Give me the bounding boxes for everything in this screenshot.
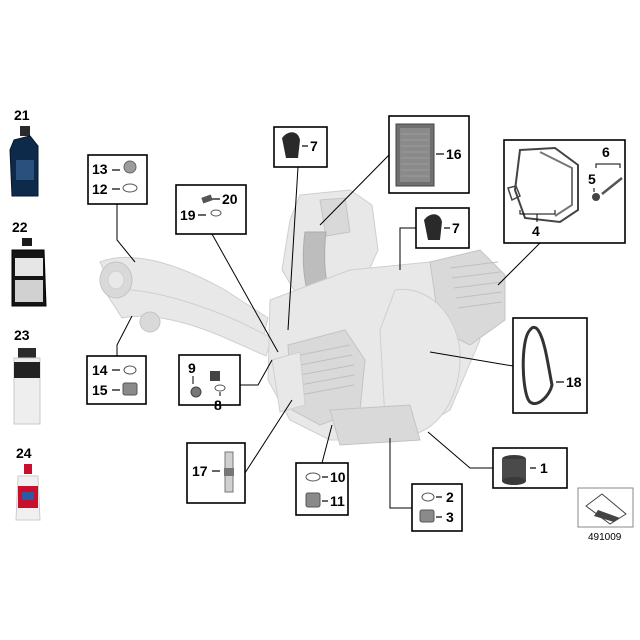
seal-ring-icon	[421, 492, 435, 502]
part-24-additive-bottle[interactable]: 24	[15, 445, 41, 521]
engine-illustration	[99, 189, 506, 446]
callout-box-2-3[interactable]: 2 3	[411, 483, 463, 532]
part-number-23: 23	[14, 327, 30, 343]
bolt-head-icon	[190, 386, 202, 398]
part-23-spray-can[interactable]: 23	[13, 327, 41, 425]
part-number-4: 4	[532, 223, 540, 239]
part-number-8: 8	[214, 397, 222, 413]
part-number-3: 3	[446, 509, 454, 525]
part-number-24: 24	[16, 445, 32, 461]
bolt-icon	[601, 177, 623, 195]
callout-box-18[interactable]: 18	[512, 317, 588, 414]
oil-filter-icon	[502, 459, 526, 481]
o-ring-icon	[214, 384, 226, 392]
plug-icon	[419, 509, 435, 523]
part-number-1: 1	[540, 460, 548, 476]
belt-icon	[521, 325, 554, 405]
callout-box-19-20[interactable]: 20 19	[175, 184, 247, 235]
callout-box-10-11[interactable]: 10 11	[295, 462, 349, 516]
part-number-20: 20	[222, 191, 238, 207]
orientation-box	[577, 487, 634, 528]
part-number-2: 2	[446, 489, 454, 505]
part-number-18: 18	[566, 374, 582, 390]
seal-ring-icon	[122, 183, 138, 193]
part-21-oil-bottle[interactable]: 21	[9, 107, 39, 197]
part-number-9: 9	[188, 360, 196, 376]
part-number-14: 14	[92, 362, 108, 378]
screw-icon	[201, 194, 213, 204]
washer-icon	[592, 193, 600, 201]
callout-box-13-12[interactable]: 13 12	[87, 154, 148, 205]
part-number-16: 16	[446, 146, 462, 162]
gasket-icon	[513, 146, 579, 224]
callout-box-1[interactable]: 1	[492, 447, 568, 489]
part-number-19: 19	[180, 207, 196, 223]
part-number-17: 17	[192, 463, 208, 479]
part-number-22: 22	[12, 219, 28, 235]
part-22-oil-bottle[interactable]: 22	[11, 219, 47, 307]
callout-box-16[interactable]: 16	[388, 115, 470, 194]
o-ring-icon	[210, 209, 222, 217]
seal-ring-icon	[305, 472, 321, 482]
plug-icon	[122, 382, 138, 396]
part-number-13: 13	[92, 161, 108, 177]
seal-ring-icon	[123, 365, 137, 375]
part-number-6: 6	[602, 144, 610, 160]
drain-plug-icon	[305, 492, 321, 508]
part-number-7b: 7	[452, 220, 460, 236]
direction-arrow-icon	[594, 510, 620, 522]
part-number-21: 21	[14, 107, 30, 123]
part-number-12: 12	[92, 181, 108, 197]
callout-box-4-5-6[interactable]: 4 6 5	[503, 139, 626, 244]
part-number-5: 5	[588, 171, 596, 187]
plug-icon	[123, 160, 137, 174]
part-number-11: 11	[330, 493, 345, 509]
part-number-15: 15	[92, 382, 108, 398]
callout-box-9-8[interactable]: 9 8	[178, 354, 241, 413]
cap-icon	[424, 214, 442, 240]
sensor-icon	[210, 371, 220, 381]
part-number-7a: 7	[310, 138, 318, 154]
callout-box-7-right[interactable]: 7	[415, 207, 470, 249]
callout-box-7-top[interactable]: 7	[273, 126, 328, 168]
diagram-reference-number: 491009	[588, 532, 622, 543]
part-number-10: 10	[330, 469, 346, 485]
callout-box-14-15[interactable]: 14 15	[86, 355, 147, 405]
cap-icon	[282, 132, 300, 158]
callout-box-17[interactable]: 17	[186, 442, 246, 504]
bottle-cap	[20, 126, 30, 136]
